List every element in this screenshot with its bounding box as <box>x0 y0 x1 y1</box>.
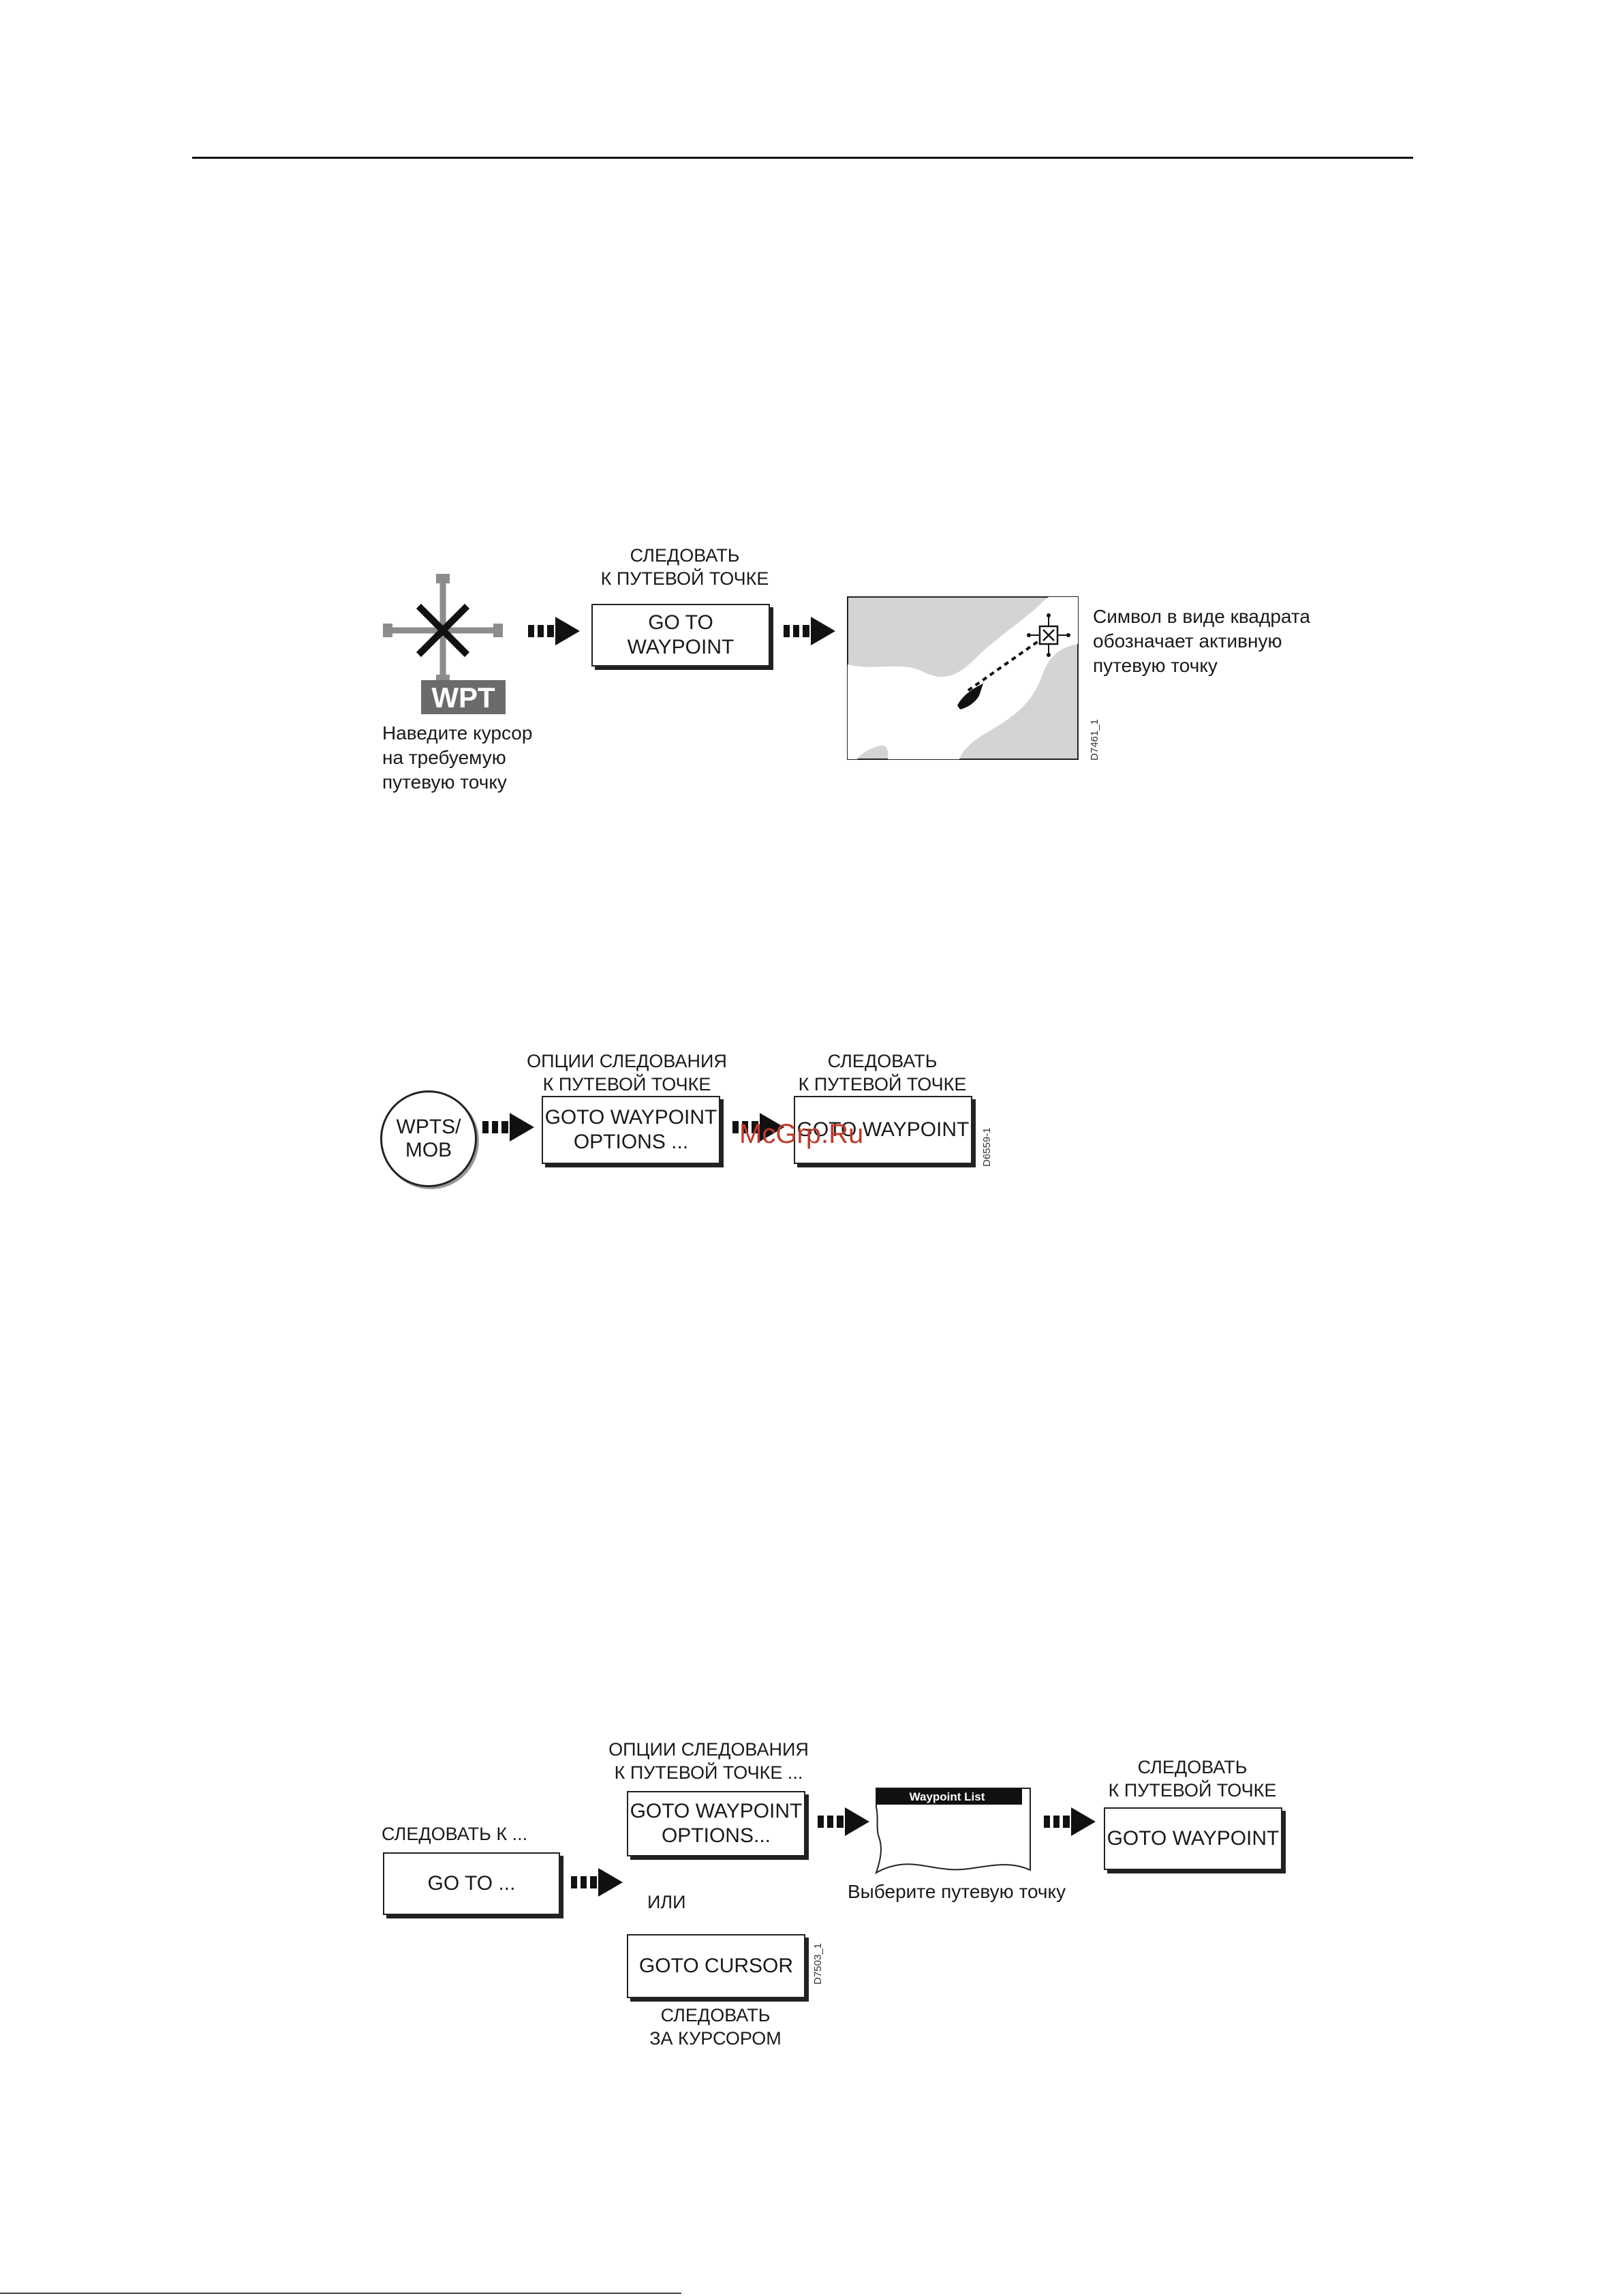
go-to-caption: СЛЕДОВАТЬ К ... <box>382 1824 528 1844</box>
waypoint-list-title: Waypoint List <box>910 1790 985 1803</box>
goto-waypoint-options-softkey[interactable]: GOTO WAYPOINT OPTIONS ... <box>542 1096 720 1164</box>
select-waypoint-caption: Выберите путевую точку <box>848 1881 1066 1902</box>
active-waypoint-icon <box>1027 613 1070 657</box>
goto-cursor-caption: СЛЕДОВАТЬ ЗА КУРСОРОМ <box>649 2005 782 2049</box>
arrow-icon <box>482 1113 534 1142</box>
goto-waypoint-softkey[interactable]: GOTO WAYPOINT <box>1104 1807 1282 1870</box>
active-waypoint-note: Символ в виде квадрата обозначает активн… <box>1093 606 1310 676</box>
chart-screen <box>847 596 1079 760</box>
footer-rule <box>0 2293 681 2294</box>
arrow-icon <box>528 617 580 645</box>
figure-code: D7503_1 <box>812 1943 824 1985</box>
arrow-icon <box>784 617 835 645</box>
go-to-waypoint-caption: СЛЕДОВАТЬ К ПУТЕВОЙ ТОЧКЕ <box>600 545 769 589</box>
waypoint-list-screen[interactable]: Waypoint List <box>874 1787 1034 1876</box>
header-rule <box>192 157 1413 159</box>
wpt-badge-text: WPT <box>431 682 495 714</box>
watermark: McGrp.Ru <box>739 1119 864 1149</box>
wpt-badge: WPT <box>421 680 506 714</box>
go-to-waypoint-softkey[interactable]: GO TO WAYPOINT <box>591 604 770 667</box>
figure-code: D7461_1 <box>1089 719 1100 761</box>
goto-waypoint-options-softkey[interactable]: GOTO WAYPOINT OPTIONS... <box>627 1791 805 1856</box>
goto-waypoint-caption: СЛЕДОВАТЬ К ПУТЕВОЙ ТОЧКЕ <box>798 1051 967 1095</box>
figure-code: D6559-1 <box>981 1127 993 1167</box>
arrow-icon <box>818 1807 869 1836</box>
goto-waypoint-softkey[interactable]: GOTO WAYPOINT <box>794 1096 972 1164</box>
arrow-icon <box>1044 1807 1096 1836</box>
goto-cursor-softkey[interactable]: GOTO CURSOR <box>627 1934 805 1998</box>
go-to-softkey[interactable]: GO TO ... <box>383 1852 560 1915</box>
goto-waypoint-options-caption: ОПЦИИ СЛЕДОВАНИЯ К ПУТЕВОЙ ТОЧКЕ <box>527 1051 727 1095</box>
goto-waypoint-caption: СЛЕДОВАТЬ К ПУТЕВОЙ ТОЧКЕ <box>1108 1757 1277 1801</box>
arrow-icon <box>732 1113 784 1142</box>
arrow-icon <box>571 1868 623 1897</box>
cursor-caption: Наведите курсор на требуемую путевую точ… <box>382 722 533 793</box>
wpts-mob-button[interactable]: WPTS/ MOB <box>380 1090 477 1187</box>
goto-waypoint-options-caption: ОПЦИИ СЛЕДОВАНИЯ К ПУТЕВОЙ ТОЧКЕ ... <box>608 1739 809 1783</box>
or-text: ИЛИ <box>647 1892 686 1912</box>
